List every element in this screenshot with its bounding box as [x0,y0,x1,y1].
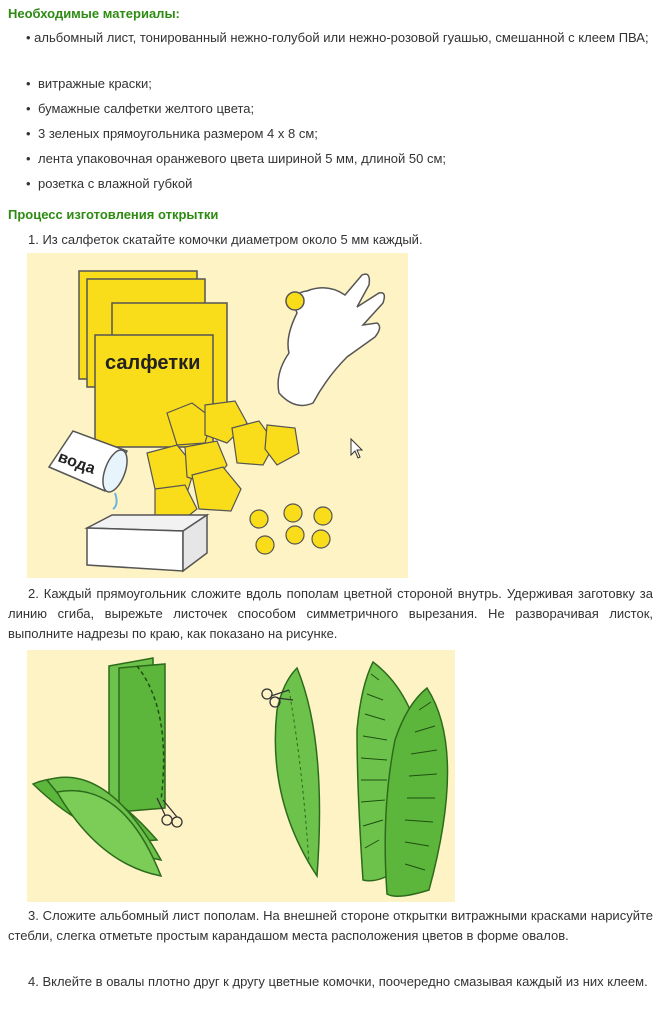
leaf-vein [288,689,310,865]
hand-icon [277,273,386,407]
napkin-balls-illustration: салфетки вода [27,253,408,578]
list-item: • бумажные салфетки желтого цвета; [26,99,254,119]
napkin-ball [249,509,269,529]
bullet-dot: • [26,151,31,166]
list-item: • витражные краски; [26,74,152,94]
cup-opening [102,449,128,493]
napkin-ball [285,291,305,311]
leaf-shape [55,790,163,877]
leaf-fringe-cuts [360,673,438,871]
sponge-side [182,513,208,573]
list-item: • розетка с влажной губкой [26,174,192,194]
list-item-text: лента упаковочная оранжевого цвета ширин… [38,151,446,166]
list-item-text: 3 зеленых прямоугольника размером 4 х 8 … [38,126,318,141]
list-item-text: витражные краски; [38,76,152,91]
leaf-shape [384,686,449,897]
step-3: 3. Сложите альбомный лист пополам. На вн… [8,908,653,943]
bullet-dot: • [26,101,31,116]
napkin-ball [311,529,331,549]
sponge-icon [86,527,184,572]
crumpled-napkin [191,466,242,512]
cut-line [136,665,165,801]
bullet-dot: • [26,126,31,141]
crumpled-napkin [264,424,300,466]
list-item-text: розетка с влажной губкой [38,176,193,191]
napkin-ball [255,535,275,555]
list-item: • лента упаковочная оранжевого цвета шири… [26,149,446,169]
scissors-icon [156,797,183,828]
step-2: 2. Каждый прямоугольник сложите вдоль по… [8,586,653,641]
mouse-cursor-icon [350,437,364,459]
napkin-label: салфетки [105,352,200,374]
napkin-ball [313,506,333,526]
bullet-dot: • [26,176,31,191]
leaf-cutting-illustration [27,650,455,902]
napkin-ball [283,503,303,523]
materials-first-item: • альбомный лист, тонированный нежно-гол… [26,30,649,45]
crumpled-napkin [146,444,196,494]
napkin-ball [285,525,305,545]
step-1: 1. Из салфеток скатайте комочки диаметро… [28,232,423,247]
process-heading: Процесс изготовления открытки [8,207,219,222]
water-stream [112,492,118,510]
list-item-text: бумажные салфетки желтого цвета; [38,101,255,116]
green-rectangle-folded [118,663,166,813]
step-4: 4. Вклейте в овалы плотно друг к другу ц… [28,974,648,989]
materials-heading: Необходимые материалы: [8,6,180,21]
bullet-dot: • [26,76,31,91]
list-item: • 3 зеленых прямоугольника размером 4 х 8… [26,124,318,144]
scissors-icon [261,688,294,708]
